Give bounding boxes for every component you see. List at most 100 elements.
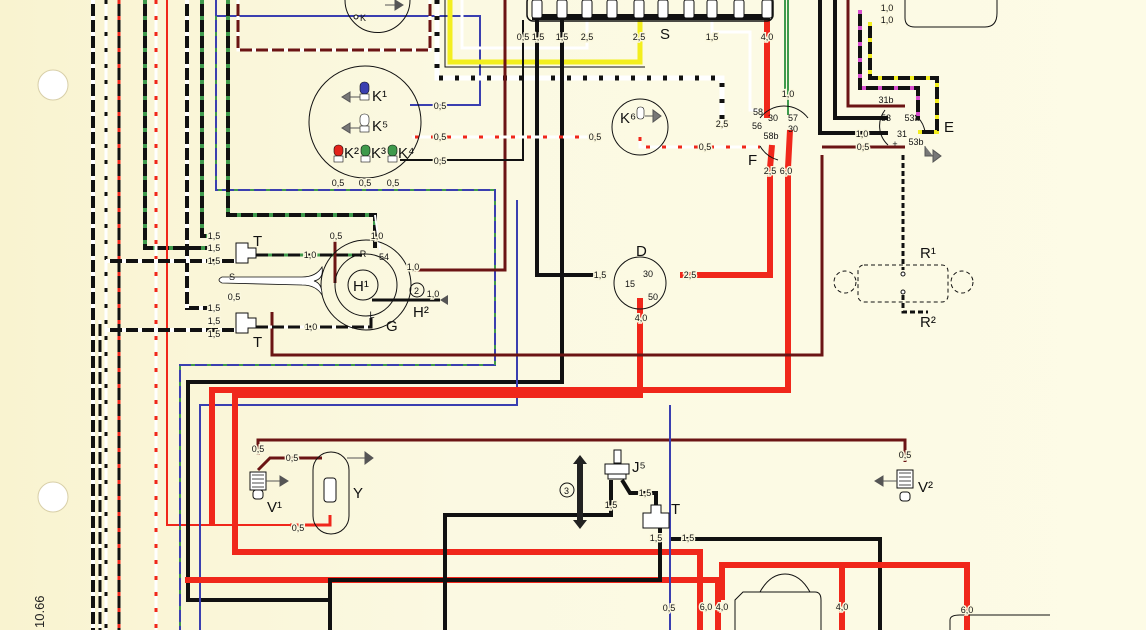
wire-gauge-label: 0,5 bbox=[857, 142, 870, 152]
terminal-label: 31 bbox=[897, 129, 907, 139]
fuse-3 bbox=[581, 0, 593, 19]
wire-blue-2 bbox=[199, 200, 518, 630]
wire-dkred-e3 bbox=[846, 0, 905, 108]
wire-gauge-label: 0,5 bbox=[434, 132, 447, 142]
wire-yellow-e bbox=[868, 22, 939, 134]
svg-text:V²: V² bbox=[918, 479, 933, 496]
fuse-8 bbox=[706, 0, 718, 19]
wire-gauge-label: 1,5 bbox=[208, 329, 221, 339]
terminal-label: 30 bbox=[768, 113, 778, 123]
wire-gauge-label: 4,0 bbox=[635, 313, 648, 323]
wire-red-b1 bbox=[719, 562, 845, 630]
wire-trunk-12 bbox=[236, 0, 432, 52]
wire-trunk-7-stripe bbox=[185, 0, 210, 310]
svg-text:R²: R² bbox=[920, 314, 936, 331]
wire-gauge-label: 1,0 bbox=[305, 322, 318, 332]
svg-text:K⁶: K⁶ bbox=[620, 110, 636, 127]
wire-white-15 bbox=[710, 20, 758, 112]
wire-j5 bbox=[443, 480, 613, 630]
wire-gauge-label: 1,5 bbox=[594, 270, 607, 280]
wire-dkred-rel bbox=[270, 155, 824, 357]
wire-violet-e bbox=[858, 10, 920, 120]
lamp-k3: K³ bbox=[360, 144, 386, 163]
fuse-2 bbox=[556, 0, 568, 19]
wire-gauge-label: 6,0 bbox=[780, 166, 793, 176]
svg-text:3: 3 bbox=[564, 486, 569, 496]
wire-gauge-label: 1,0 bbox=[407, 262, 420, 272]
wire-gauge-label: 1,5 bbox=[208, 256, 221, 266]
svg-text:H¹: H¹ bbox=[353, 278, 369, 295]
wire-gauge-label: 4,0 bbox=[716, 602, 729, 612]
wire-gauge-label: 4,0 bbox=[761, 32, 774, 42]
connector-t2: T bbox=[235, 312, 262, 351]
fuse-4 bbox=[606, 0, 618, 19]
wire-gauge-label: 1,0 bbox=[304, 250, 317, 260]
ignition-switch-d: D bbox=[613, 243, 667, 310]
voltage-regulator bbox=[734, 573, 822, 630]
svg-text:Y: Y bbox=[353, 485, 363, 502]
instrument-lamp-cluster: K¹ K⁵ K² K³ K⁴ bbox=[308, 65, 422, 179]
sender-j5: J⁵ bbox=[604, 449, 646, 480]
lamp-k1: K¹ bbox=[341, 81, 387, 105]
terminal-label: 58b bbox=[763, 131, 778, 141]
speedometer-g: H¹ G 2 H² bbox=[218, 239, 448, 335]
wire-gauge-label: 0,5 bbox=[434, 101, 447, 111]
terminal-label: R bbox=[360, 249, 367, 259]
wire-trunk-12-stripe bbox=[236, 0, 432, 52]
terminal-label: 30 bbox=[788, 124, 798, 134]
svg-text:F: F bbox=[748, 152, 757, 169]
terminal-label: 58 bbox=[753, 107, 763, 117]
wire-gauge-label: 1,5 bbox=[208, 316, 221, 326]
svg-text:K⁵: K⁵ bbox=[372, 118, 388, 135]
svg-text:D: D bbox=[636, 243, 647, 260]
sender-v1: V¹ bbox=[249, 471, 289, 516]
wire-t3-right bbox=[669, 537, 882, 630]
wire-g-l bbox=[252, 315, 373, 329]
wire-red-60 bbox=[209, 129, 793, 525]
wire-black-05 bbox=[400, 20, 524, 161]
terminal-label: 31b bbox=[878, 95, 893, 105]
wire-trunk-11 bbox=[226, 0, 377, 248]
wire-gauge-label: 1,0 bbox=[427, 289, 440, 299]
wire-gauge-label: 1,5 bbox=[208, 231, 221, 241]
sender-v2: V² bbox=[874, 469, 933, 502]
wire-dark-red-1 bbox=[407, 0, 507, 272]
svg-text:K: K bbox=[360, 13, 366, 23]
wire-gauge-label: 0,5 bbox=[332, 178, 345, 188]
svg-text:T: T bbox=[671, 501, 680, 518]
wire-gauge-label: 1,5 bbox=[639, 488, 652, 498]
wire-gauge-label: 6,0 bbox=[961, 605, 974, 615]
date-code: 10.66 bbox=[32, 595, 47, 628]
svg-text:E: E bbox=[944, 119, 954, 136]
svg-text:T: T bbox=[253, 233, 262, 250]
svg-text:G: G bbox=[386, 318, 398, 335]
wire-k6-r-stripe bbox=[638, 137, 760, 149]
battery-outline bbox=[949, 614, 1050, 630]
wiper-motor bbox=[904, 0, 998, 28]
wire-gauge-label: 1,0 bbox=[856, 129, 869, 139]
wire-y-top bbox=[256, 456, 322, 472]
binder-hole-top bbox=[37, 69, 69, 101]
svg-text:2: 2 bbox=[414, 286, 419, 296]
wire-gauge-label: 1,5 bbox=[208, 303, 221, 313]
terminal-label: + bbox=[892, 139, 897, 149]
fuse-10 bbox=[761, 0, 773, 19]
wire-gauge-label: 1,0 bbox=[881, 15, 894, 25]
wire-gauge-label: 0,5 bbox=[434, 156, 447, 166]
svg-text:J⁵: J⁵ bbox=[632, 459, 646, 476]
wire-gauge-label: 1,5 bbox=[650, 533, 663, 543]
wire-gauge-label: 1,0 bbox=[782, 89, 795, 99]
wire-gauge-label: 1,5 bbox=[556, 32, 569, 42]
fuse-9 bbox=[733, 0, 745, 19]
svg-text:H²: H² bbox=[413, 304, 429, 321]
wires bbox=[91, 0, 970, 630]
wire-trunk-10-stripe bbox=[179, 16, 496, 630]
terminal-label: L bbox=[369, 310, 374, 320]
wire-gauge-label: 2,5 bbox=[716, 119, 729, 129]
terminal-label: 30 bbox=[643, 269, 653, 279]
fuse-box: S bbox=[526, 0, 774, 43]
wire-gauge-label: 0,5 bbox=[330, 231, 343, 241]
wire-red-d50 bbox=[232, 298, 703, 630]
wire-gauge-label: 0,5 bbox=[589, 132, 602, 142]
